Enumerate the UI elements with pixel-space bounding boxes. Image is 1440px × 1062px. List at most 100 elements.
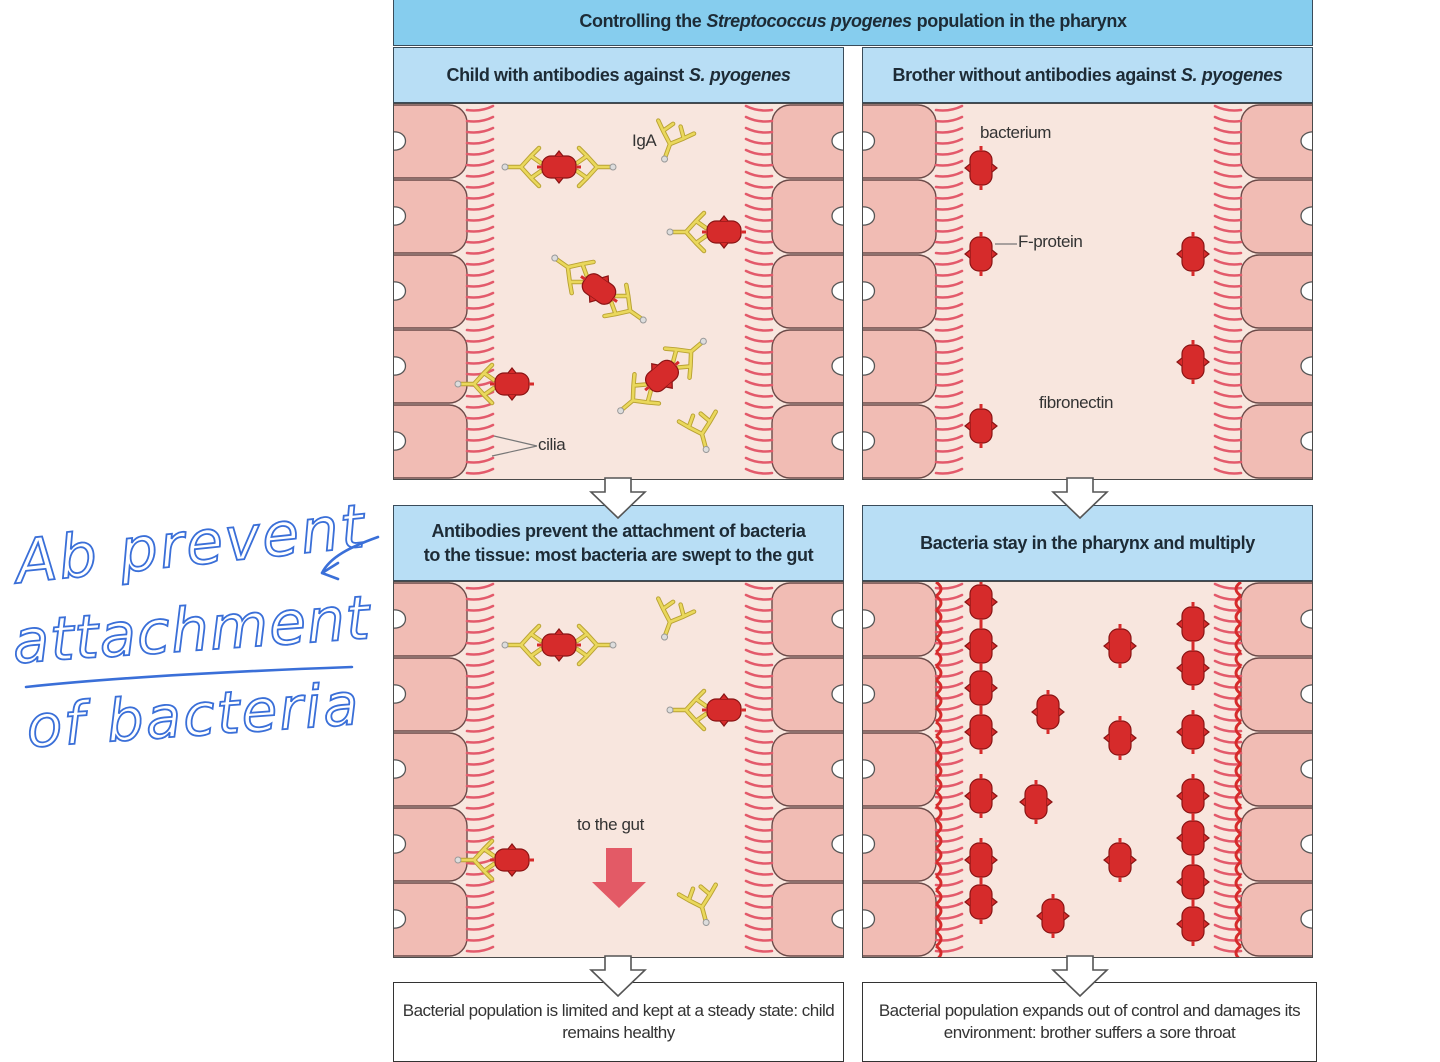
right-header-species: S. pyogenes: [1180, 65, 1283, 85]
cilium: [744, 324, 774, 332]
bacterium: [964, 774, 998, 818]
cilium: [1213, 934, 1243, 942]
cilium: [1213, 412, 1243, 420]
cilium: [744, 769, 774, 777]
epithelial-cell: [394, 104, 468, 179]
cilium: [465, 269, 495, 277]
damaged-tissue: [935, 582, 943, 598]
cell-nucleus: [394, 131, 407, 151]
cell-nucleus: [1300, 909, 1312, 929]
cilium: [744, 291, 774, 299]
flow-arrow-left-1: [589, 477, 647, 520]
damaged-tissue: [1234, 874, 1242, 892]
bacterium: [1176, 902, 1210, 946]
cilium: [1213, 137, 1243, 145]
cilium: [1213, 637, 1243, 645]
left-step2-header: Antibodies prevent the attachment of bac…: [393, 505, 844, 581]
cilium: [934, 692, 964, 700]
cilium: [1213, 736, 1243, 744]
cilium: [934, 791, 964, 799]
cilium: [744, 203, 774, 211]
cilium: [465, 137, 495, 145]
cilium: [465, 758, 495, 766]
cell-nucleus: [831, 609, 843, 629]
cilium: [1213, 115, 1243, 123]
right-header-pre: Brother without antibodies against: [892, 65, 1176, 85]
cilium: [744, 890, 774, 898]
epithelial-cell: [771, 104, 843, 179]
cilium: [934, 390, 964, 398]
cilium: [465, 346, 495, 354]
bacterium: [1019, 780, 1053, 824]
cilium: [465, 390, 495, 398]
epithelial-cell: [771, 732, 843, 807]
cilium: [744, 934, 774, 942]
cilium: [1213, 313, 1243, 321]
cilium: [1213, 434, 1243, 442]
cell-nucleus: [394, 684, 407, 704]
cilium: [934, 280, 964, 288]
cilium: [1213, 879, 1243, 887]
cell-nucleus: [394, 281, 407, 301]
cilium: [934, 225, 964, 233]
iga-antibody: [574, 623, 617, 667]
epithelial-cell: [863, 404, 937, 479]
cilium: [465, 456, 495, 464]
cilium: [934, 934, 964, 942]
damaged-tissue: [1234, 832, 1242, 850]
cilium: [465, 879, 495, 887]
bacterium: [490, 367, 534, 401]
epithelial-cell: [394, 179, 468, 254]
cilium: [1213, 456, 1243, 464]
cilium: [744, 434, 774, 442]
cilium: [1213, 379, 1243, 387]
damaged-tissue: [1234, 692, 1242, 710]
cilium: [934, 247, 964, 255]
bacterium: [964, 146, 998, 190]
damaged-tissue: [935, 860, 943, 878]
iga-antibody: [666, 688, 709, 732]
cilium: [1213, 835, 1243, 843]
epithelial-cell: [394, 329, 468, 404]
cilium: [1213, 302, 1243, 310]
epithelial-cell: [1240, 582, 1312, 657]
cilium: [744, 945, 774, 953]
bacterium: [1176, 816, 1210, 860]
cilium: [1213, 203, 1243, 211]
cell-nucleus: [1300, 759, 1312, 779]
cilium: [934, 236, 964, 244]
damaged-tissue: [935, 678, 943, 696]
cilium: [934, 126, 964, 134]
iga-antibody: [676, 882, 718, 926]
cilium: [1213, 181, 1243, 189]
right-panel-1-art: [863, 104, 1312, 479]
cilium: [934, 846, 964, 854]
gut-arrow: [592, 848, 646, 908]
cell-nucleus: [394, 206, 407, 226]
cilium: [465, 890, 495, 898]
cilium: [744, 346, 774, 354]
cilium: [744, 670, 774, 678]
coated-bacterium: [551, 254, 647, 324]
cilium: [465, 769, 495, 777]
cilium: [744, 335, 774, 343]
bacterium: [644, 359, 680, 393]
damaged-tissue: [1234, 846, 1242, 864]
cilium: [934, 159, 964, 167]
cilium: [1213, 791, 1243, 799]
cilium: [744, 747, 774, 755]
cilium: [1213, 681, 1243, 689]
cell-nucleus: [1300, 356, 1312, 376]
iga-label: IgA: [632, 131, 657, 150]
damaged-tissue: [935, 804, 943, 822]
cilium: [934, 357, 964, 365]
cilium: [744, 813, 774, 821]
bacterium-label: bacterium: [980, 123, 1052, 142]
left-panel-1: [393, 103, 844, 480]
cilium: [465, 192, 495, 200]
cilium: [744, 593, 774, 601]
cilium: [744, 659, 774, 667]
cilium: [744, 423, 774, 431]
gut-label: to the gut: [577, 815, 644, 834]
